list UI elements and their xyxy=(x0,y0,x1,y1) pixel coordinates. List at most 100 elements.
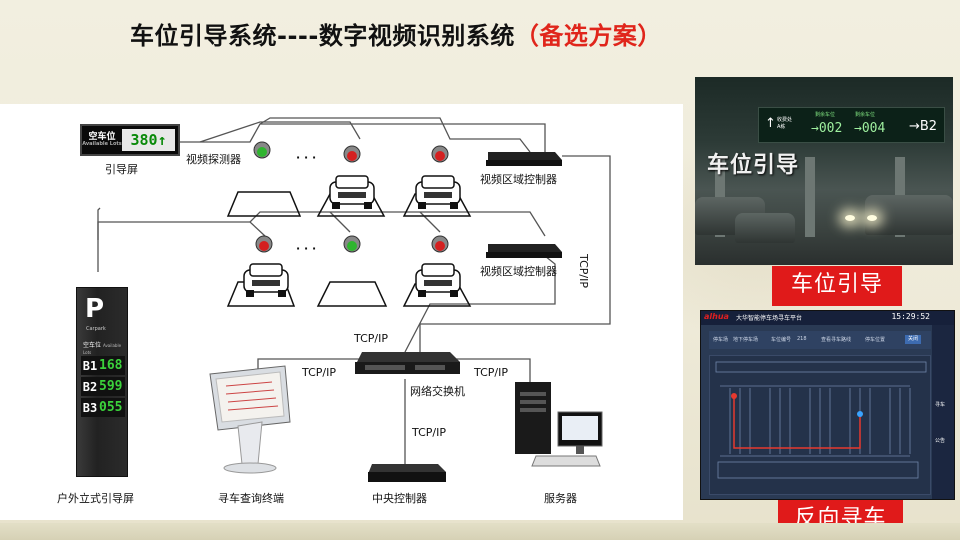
parking-bay-5 xyxy=(316,281,388,307)
close-button[interactable]: 关闭 xyxy=(905,335,921,344)
screen-clock: 15:29:52 xyxy=(891,312,930,321)
label-query-terminal: 寻车查询终端 xyxy=(218,492,284,505)
side-menu: 寻车 公告 xyxy=(932,325,954,499)
level-label: B2 xyxy=(82,379,98,394)
side-item-search[interactable]: 寻车 xyxy=(935,402,946,408)
search-info-bar: 停车场 地下停车场 车位编号 218 查看寻车路线 停车位置 xyxy=(709,331,931,349)
info-text: 查看寻车路线 xyxy=(821,337,852,343)
outdoor-sign-label-cn: 空车位 xyxy=(83,342,102,349)
label-tcp-ip-top: TCP/IP xyxy=(354,332,388,345)
central-controller-icon xyxy=(368,464,446,482)
wire-outdoor-sign xyxy=(97,207,101,272)
network-switch-icon xyxy=(355,352,460,374)
info-text: 车位编号 xyxy=(771,337,792,343)
headlight xyxy=(867,215,877,221)
route-path xyxy=(733,396,861,449)
wire-controller2-switch xyxy=(404,251,556,353)
level-count: 599 xyxy=(99,379,123,394)
parking-p-letter: P xyxy=(85,294,105,324)
detector-icon xyxy=(343,145,361,163)
outdoor-sign-label: 空车位 Available Lots xyxy=(83,340,127,356)
label-tcp-ip-right: TCP/IP xyxy=(474,366,508,379)
label-tcp-ip-vertical: TCP/IP xyxy=(577,254,590,288)
detector-icon xyxy=(253,141,271,159)
level-label: B1 xyxy=(82,358,98,373)
slide-bottom-bar xyxy=(0,523,960,540)
label-zone-controller-2: 视频区域控制器 xyxy=(480,265,557,278)
label-outdoor-sign: 户外立式引导屏 xyxy=(57,492,134,505)
label-tcp-ip-left: TCP/IP xyxy=(302,366,336,379)
sign-up-arrow: ↑ xyxy=(765,116,776,131)
sign-right-value: →B2 xyxy=(909,119,938,134)
info-text: 218 xyxy=(797,336,807,342)
wire-second-row-1 xyxy=(97,221,266,240)
label-dots-1: · · · xyxy=(296,151,317,164)
detector-icon xyxy=(431,145,449,163)
screen-title: 大华智能停车场寻车平台 xyxy=(736,315,803,322)
car-icon xyxy=(415,175,461,209)
info-text: 停车位置 xyxy=(865,337,886,343)
sign-col1-label: 剩余车位 xyxy=(815,112,836,118)
garage-pillar xyxy=(805,157,815,237)
screen-header: alhua 大华智能停车场寻车平台 15:29:52 xyxy=(701,311,954,325)
wire-top-row-3 xyxy=(259,117,531,153)
sign-col2-label: 剩余车位 xyxy=(855,112,876,118)
label-zone-controller-1: 视频区域控制器 xyxy=(480,173,557,186)
car-location-marker xyxy=(857,411,863,417)
label-dots-2: · · · xyxy=(296,242,317,255)
sign-col1-value: →002 xyxy=(811,121,843,136)
slide-title: 车位引导系统----数字视频识别系统（备选方案） xyxy=(130,16,662,51)
wire-second-row-4 xyxy=(419,211,441,233)
photo-overlay-title: 车位引导 xyxy=(707,153,800,178)
title-highlight: （备选方案） xyxy=(514,22,662,50)
car-icon xyxy=(329,175,375,209)
overhead-guide-sign: ↑ 收费处 A栋 剩余车位 剩余车位 →002 →004 →B2 xyxy=(758,107,945,143)
wire-top-row-1 xyxy=(180,123,546,152)
parking-lot-map xyxy=(709,355,931,495)
zone-controller-1-icon xyxy=(486,152,562,166)
detector-group xyxy=(253,141,449,253)
detector-icon xyxy=(343,235,361,253)
parking-bay-1 xyxy=(226,191,302,217)
up-arrow-icon: ↑ xyxy=(157,131,167,149)
guide-screen-label-cn: 空车位 xyxy=(88,132,116,142)
title-main: 车位引导系统----数字视频识别系统 xyxy=(130,22,515,50)
detector-icon xyxy=(431,235,449,253)
detector-icon xyxy=(255,235,273,253)
sign-left-small: 收费处 A栋 xyxy=(777,117,793,130)
parking-guide-photo: ↑ 收费处 A栋 剩余车位 剩余车位 →002 →004 →B2 车位引导 xyxy=(695,77,953,265)
start-marker xyxy=(731,393,737,399)
label-guide-screen: 引导屏 xyxy=(105,163,138,176)
wire-second-row-2 xyxy=(249,211,546,237)
server-icon xyxy=(515,382,603,467)
reverse-search-screenshot: alhua 大华智能停车场寻车平台 15:29:52 停车场 地下停车场 车位编… xyxy=(700,310,955,500)
label-video-detector: 视频探测器 xyxy=(186,153,241,166)
label-server: 服务器 xyxy=(544,492,577,505)
caption-parking-guide: 车位引导 xyxy=(772,266,902,306)
level-label: B3 xyxy=(82,400,98,415)
car-icon xyxy=(415,263,461,297)
guide-screen-value-box: 380↑ xyxy=(122,129,175,151)
diagram-lines xyxy=(97,117,611,482)
outdoor-sign-sub: Carpark xyxy=(86,326,106,332)
brand-logo: alhua xyxy=(704,312,729,321)
level-count: 055 xyxy=(99,400,123,415)
map-layout xyxy=(715,361,927,479)
outdoor-sign-label-en: Available Lots xyxy=(83,343,122,355)
parked-car xyxy=(735,213,795,243)
zone-controller-2-icon xyxy=(486,244,562,258)
headlight xyxy=(845,215,855,221)
guide-screen-label-en: Available Lots xyxy=(82,141,122,147)
side-item-notice[interactable]: 公告 xyxy=(935,438,946,444)
query-terminal-icon xyxy=(209,365,291,474)
label-tcp-ip-bottom: TCP/IP xyxy=(412,426,446,439)
car-group xyxy=(243,175,461,297)
wire-top-row-2 xyxy=(199,121,361,143)
